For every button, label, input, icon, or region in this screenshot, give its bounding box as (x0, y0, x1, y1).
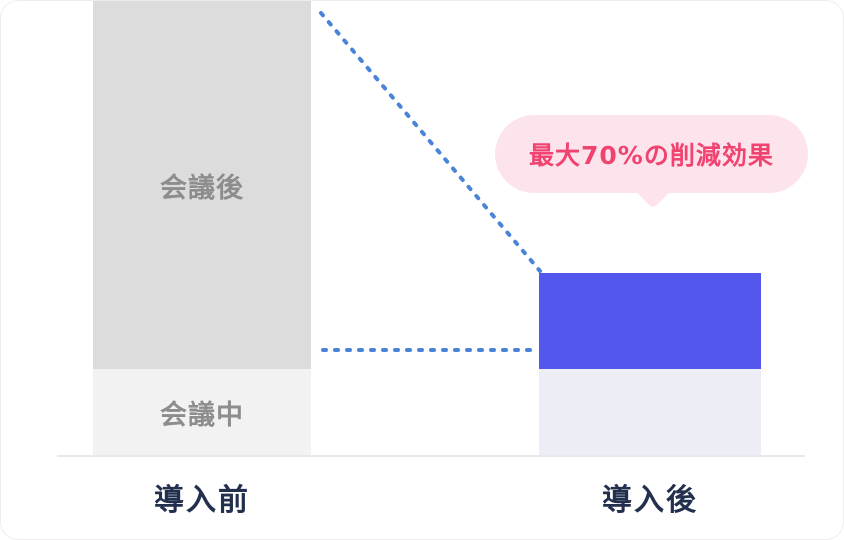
segment-before-during-meeting: 会議中 (93, 369, 311, 456)
bar-before: 会議後 会議中 (93, 1, 311, 456)
segment-after-during-meeting (539, 369, 761, 456)
axis-baseline (57, 455, 805, 457)
x-label-after: 導入後 (602, 483, 698, 518)
reduction-callout: 最大70%の削減効果 (495, 115, 808, 193)
x-label-before: 導入前 (154, 483, 250, 518)
bar-after (539, 273, 761, 456)
segment-before-after-meeting: 会議後 (93, 1, 311, 369)
segment-label-after-meeting: 会議後 (160, 172, 244, 204)
segment-label-during-meeting: 会議中 (160, 400, 244, 431)
segment-after-after-meeting (539, 273, 761, 369)
